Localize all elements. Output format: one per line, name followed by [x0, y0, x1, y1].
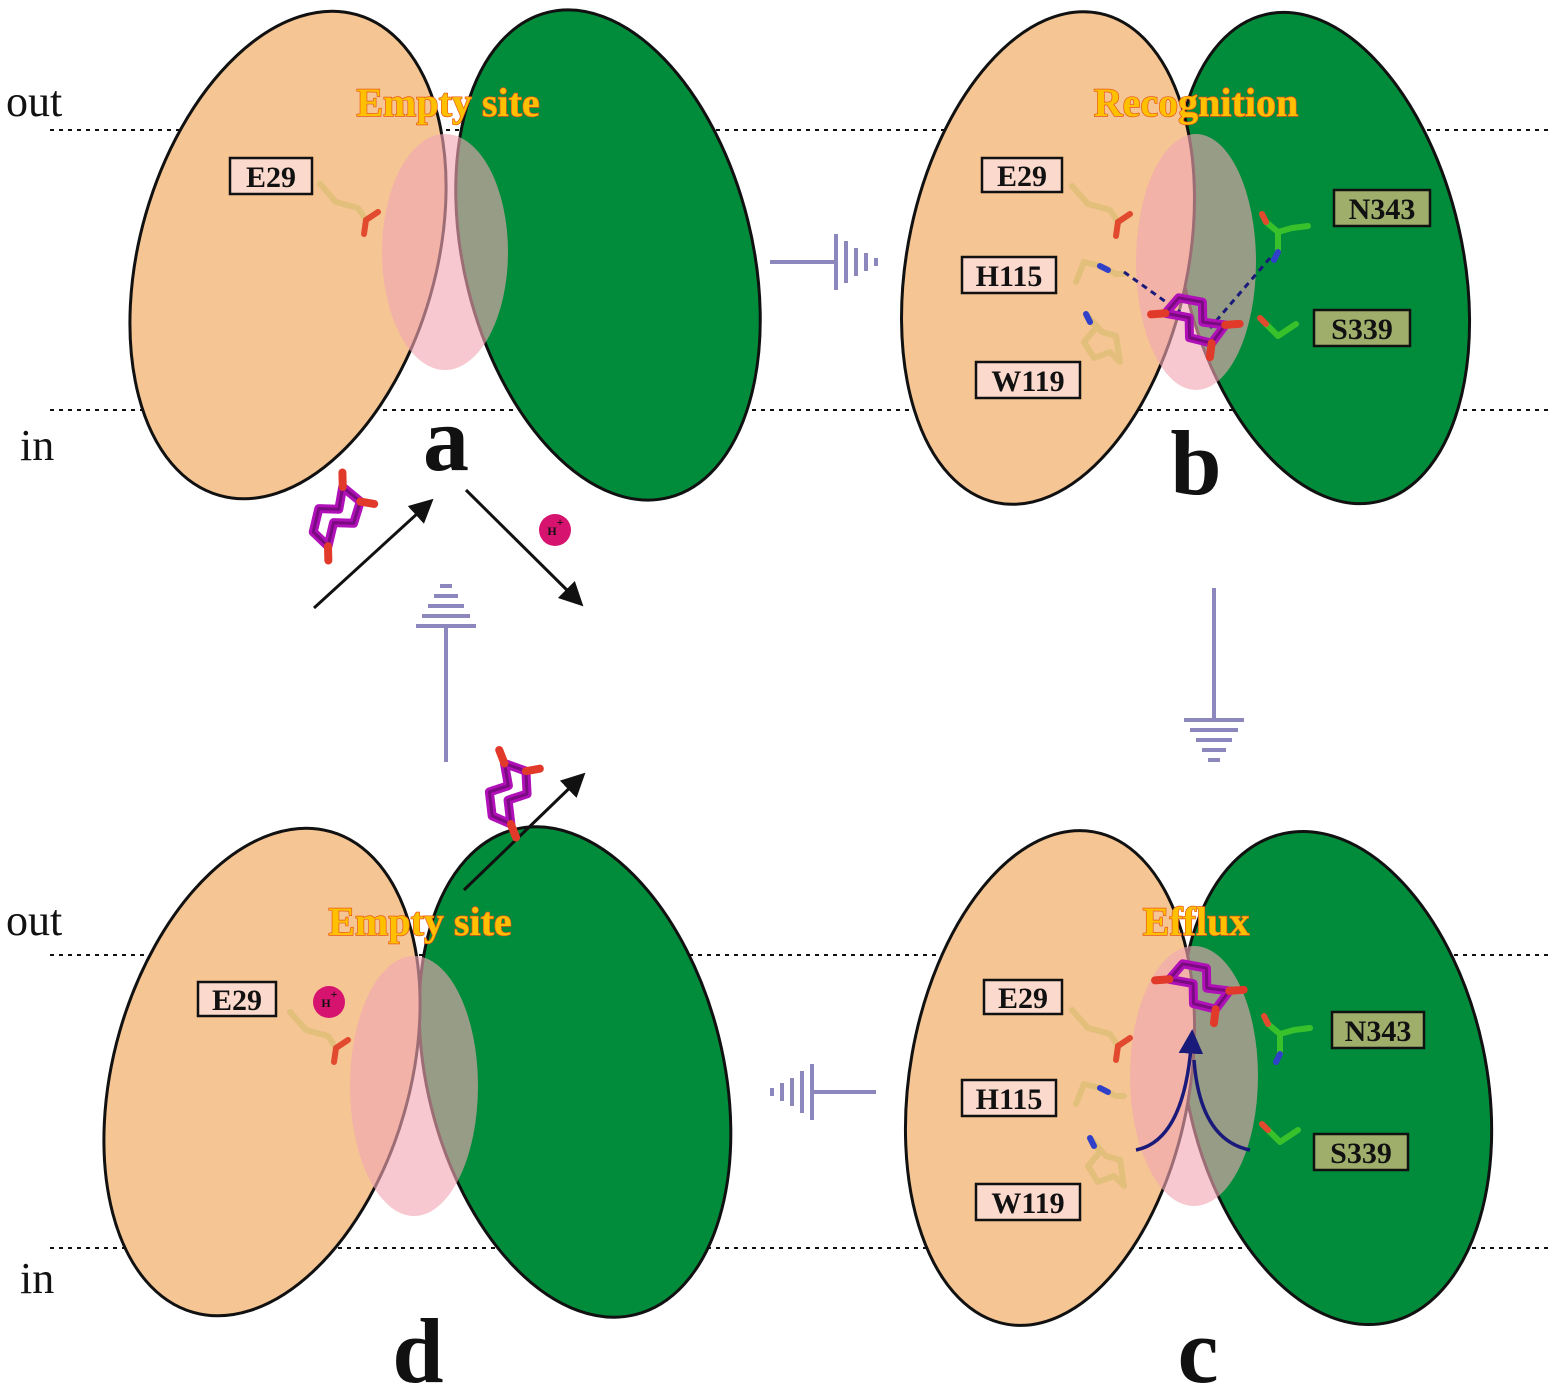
residue-label-w119: W119 [974, 1182, 1082, 1222]
in-label-top: in [20, 421, 54, 470]
residue-label-e29: E29 [228, 156, 314, 196]
incoming-substrate [292, 468, 386, 561]
residue-label-n343: N343 [1332, 188, 1432, 228]
binding-site [382, 134, 508, 370]
transition-c-to-d [770, 1064, 876, 1120]
svg-text:W119: W119 [991, 1187, 1064, 1220]
proton-release-arrow [464, 488, 584, 607]
residue-label-h115: H115 [960, 255, 1058, 295]
transition-b-to-c [1184, 588, 1244, 762]
svg-text:N343: N343 [1345, 1015, 1412, 1048]
svg-text:H115: H115 [976, 1083, 1043, 1116]
svg-text:W119: W119 [991, 365, 1064, 398]
state-title: Recognition [1094, 80, 1298, 125]
substrate-release-arrow [462, 772, 586, 892]
substrate-release [462, 743, 586, 892]
out-label-top: out [6, 77, 62, 126]
panel-d: Empty site E29 H + d [102, 825, 733, 1392]
svg-text:E29: E29 [998, 982, 1048, 1015]
residue-label-e29: E29 [980, 156, 1064, 194]
residue-label-e29: E29 [196, 980, 278, 1018]
residue-label-h115: H115 [960, 1078, 1058, 1118]
svg-text:H: H [321, 996, 331, 1010]
panel-c: Efflux E29 H115 W119 N343 S339 c [903, 829, 1494, 1392]
substrate-entry-arrow [312, 498, 434, 610]
residue-label-e29: E29 [982, 978, 1064, 1016]
proton-release: H + [464, 488, 584, 607]
svg-text:+: + [331, 987, 338, 1001]
out-label-bottom: out [6, 896, 62, 945]
svg-text:S339: S339 [1331, 313, 1393, 346]
panel-letter: b [1170, 412, 1221, 514]
panel-a: Empty site E29 a [128, 8, 762, 502]
efflux-path-left [1135, 1029, 1204, 1152]
in-label-bottom: in [20, 1254, 54, 1303]
panel-letter: d [392, 1300, 443, 1392]
substrate-entry [292, 468, 434, 610]
svg-text:E29: E29 [997, 160, 1047, 193]
residue-label-n343: N343 [1330, 1010, 1426, 1050]
svg-text:H: H [547, 524, 557, 538]
panel-b: Recognition E29 H115 W119 N343 S339 b [900, 10, 1472, 514]
transition-d-to-a [416, 584, 476, 762]
efflux-path-right [1192, 1059, 1251, 1152]
residue-label-w119: W119 [974, 360, 1082, 400]
panel-letter: a [423, 388, 469, 490]
panel-letter: c [1178, 1300, 1219, 1392]
residue-label-s339: S339 [1312, 308, 1412, 348]
svg-text:H115: H115 [976, 260, 1043, 293]
hbond-n343 [1208, 257, 1272, 329]
svg-text:E29: E29 [246, 161, 296, 194]
state-title: Empty site [356, 80, 539, 125]
residue-label-s339: S339 [1312, 1132, 1410, 1172]
state-title: Empty site [328, 899, 511, 944]
transition-a-to-b [770, 234, 878, 290]
svg-text:N343: N343 [1349, 193, 1416, 226]
state-title: Efflux [1143, 899, 1250, 944]
binding-site [350, 956, 478, 1216]
svg-text:S339: S339 [1330, 1137, 1392, 1170]
released-substrate [464, 743, 557, 837]
svg-text:+: + [557, 515, 564, 529]
proton-bound: H + [313, 986, 345, 1018]
binding-site [1136, 134, 1256, 390]
svg-text:E29: E29 [212, 984, 262, 1017]
released-proton: H + [539, 514, 571, 546]
